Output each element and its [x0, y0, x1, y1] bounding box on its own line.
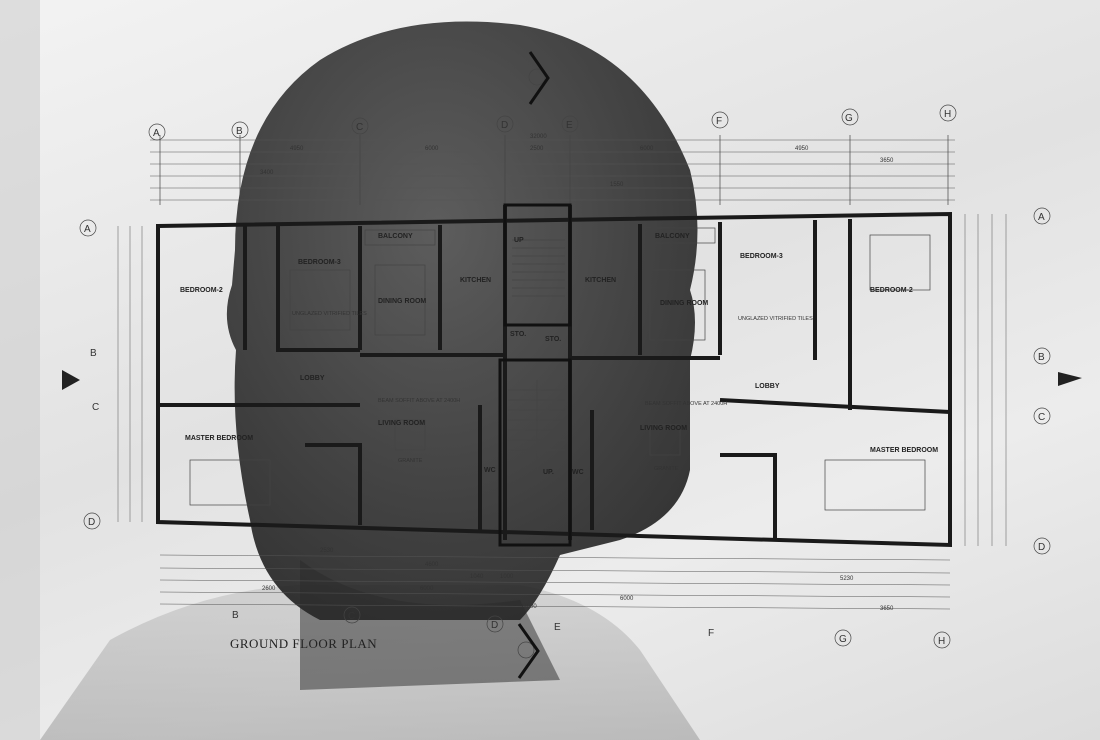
grid-right-b: B	[1038, 352, 1045, 363]
store-2: STO.	[545, 336, 561, 343]
walls	[156, 203, 952, 548]
drawing-title: GROUND FLOOR PLAN	[230, 636, 377, 651]
stair-up-bottom: UP.	[543, 469, 554, 476]
grid-right-a: A	[1038, 212, 1045, 223]
tiles-right: UNGLAZED VITRIFIED TILES	[738, 316, 813, 322]
stair-treads	[508, 239, 565, 470]
beam-note-right: BEAM SOFFIT ABOVE AT 2400H	[645, 401, 727, 407]
granite-right: GRANITE	[654, 466, 679, 472]
room-wc-left: WC	[484, 467, 496, 474]
room-living-right: LIVING ROOM	[640, 425, 687, 432]
grid-left-b: B	[90, 348, 97, 359]
dim-d11: 2530	[320, 548, 334, 554]
dim-d6b: 3650	[880, 606, 894, 612]
left-shadow	[0, 0, 40, 740]
neck	[300, 560, 560, 690]
room-kitchen-left: KITCHEN	[460, 277, 491, 284]
room-bedroom3-left: BEDROOM-3	[298, 259, 341, 266]
room-labels-right: KITCHEN BALCONY DINING ROOM BEDROOM-3 BE…	[572, 233, 938, 476]
grid-top-h: H	[944, 109, 951, 120]
grid-bot-e: E	[554, 622, 561, 633]
grid-left-c: C	[92, 402, 99, 413]
room-wc-right: WC	[572, 469, 584, 476]
dim-d3: 2500	[530, 146, 544, 152]
room-kitchen-right: KITCHEN	[585, 277, 616, 284]
dim-d1: 4950	[290, 146, 304, 152]
section-marker-right	[1058, 372, 1082, 386]
dim-d13: 1040	[470, 574, 484, 580]
grid-right-c: C	[1038, 412, 1045, 423]
dim-d8: 1550	[610, 182, 624, 188]
tiles-left: UNGLAZED VITRIFIED TILES	[292, 311, 367, 317]
grid-top-a: A	[153, 128, 160, 139]
grid-top-d: D	[501, 120, 508, 131]
dim-d9: 4600	[425, 562, 439, 568]
section-marker-top	[528, 51, 550, 105]
room-labels-center: UP STO. STO. UP.	[510, 237, 561, 476]
grid-bot-g: G	[839, 634, 847, 645]
dim-overall: 32000	[530, 134, 547, 140]
dim-d12: 2600	[262, 586, 276, 592]
section-marker-left	[62, 370, 80, 390]
dim-d4b: 6000	[420, 586, 434, 592]
room-balcony-left: BALCONY	[378, 233, 413, 240]
room-bedroom2-right: BEDROOM-2	[870, 287, 913, 294]
grid-left-d: D	[88, 517, 95, 528]
grid-bot-b: B	[232, 610, 239, 621]
grid-bot-f: F	[708, 628, 714, 639]
room-lobby-left: LOBBY	[300, 375, 325, 382]
room-dining-right: DINING ROOM	[660, 300, 708, 307]
dim-d7: 3400	[260, 170, 274, 176]
room-bedroom3-right: BEDROOM-3	[740, 253, 783, 260]
dim-overall-b: 32000	[520, 604, 537, 610]
dim-d2: 6000	[425, 146, 439, 152]
grid-top-b: B	[236, 126, 243, 137]
grid-right-d: D	[1038, 542, 1045, 553]
top-dimensions: 32000 4950 6000 2500 6000 4950 3650 3400…	[150, 134, 955, 205]
grid-bottom: B C D E F G H	[232, 606, 951, 649]
room-dining-left: DINING ROOM	[378, 298, 426, 305]
grid-top-g: G	[845, 113, 853, 124]
room-labels-left: BEDROOM-2 BEDROOM-3 DINING ROOM KITCHEN …	[180, 233, 496, 474]
dim-d10: 5230	[840, 576, 854, 582]
room-balcony-right: BALCONY	[655, 233, 690, 240]
granite-left: GRANITE	[398, 458, 423, 464]
bottom-dimensions: 2530 4600 1040 1000 6000 6000 32000 5230…	[159, 548, 951, 612]
dim-d6: 3650	[880, 158, 894, 164]
room-master-left: MASTER BEDROOM	[185, 435, 253, 442]
dim-d14: 1000	[500, 574, 514, 580]
grid-sides: A B C D A B C D	[79, 207, 1051, 555]
room-living-left: LIVING ROOM	[378, 420, 425, 427]
room-lobby-right: LOBBY	[755, 383, 780, 390]
room-master-right: MASTER BEDROOM	[870, 447, 938, 454]
head	[226, 21, 698, 621]
grid-bot-d: D	[491, 620, 498, 631]
furniture	[189, 227, 931, 511]
dim-d4c: 6000	[620, 596, 634, 602]
grid-bot-c: C	[348, 611, 355, 622]
room-bedroom2-left: BEDROOM-2	[180, 287, 223, 294]
grid-left-a: A	[84, 224, 91, 235]
section-marker-bottom	[517, 623, 540, 679]
grid-top: A B C D E F G H	[148, 104, 957, 141]
grid-bot-h: H	[938, 636, 945, 647]
beam-note-left: BEAM SOFFIT ABOVE AT 2400H	[378, 398, 460, 404]
grid-top-c: C	[356, 122, 363, 133]
grid-top-f: F	[716, 116, 722, 127]
store-1: STO.	[510, 331, 526, 338]
grid-top-e: E	[566, 120, 573, 131]
side-dimensions	[117, 214, 1007, 546]
dim-d5: 4950	[795, 146, 809, 152]
stair-up-top: UP	[514, 237, 524, 244]
dim-d4: 6000	[640, 146, 654, 152]
